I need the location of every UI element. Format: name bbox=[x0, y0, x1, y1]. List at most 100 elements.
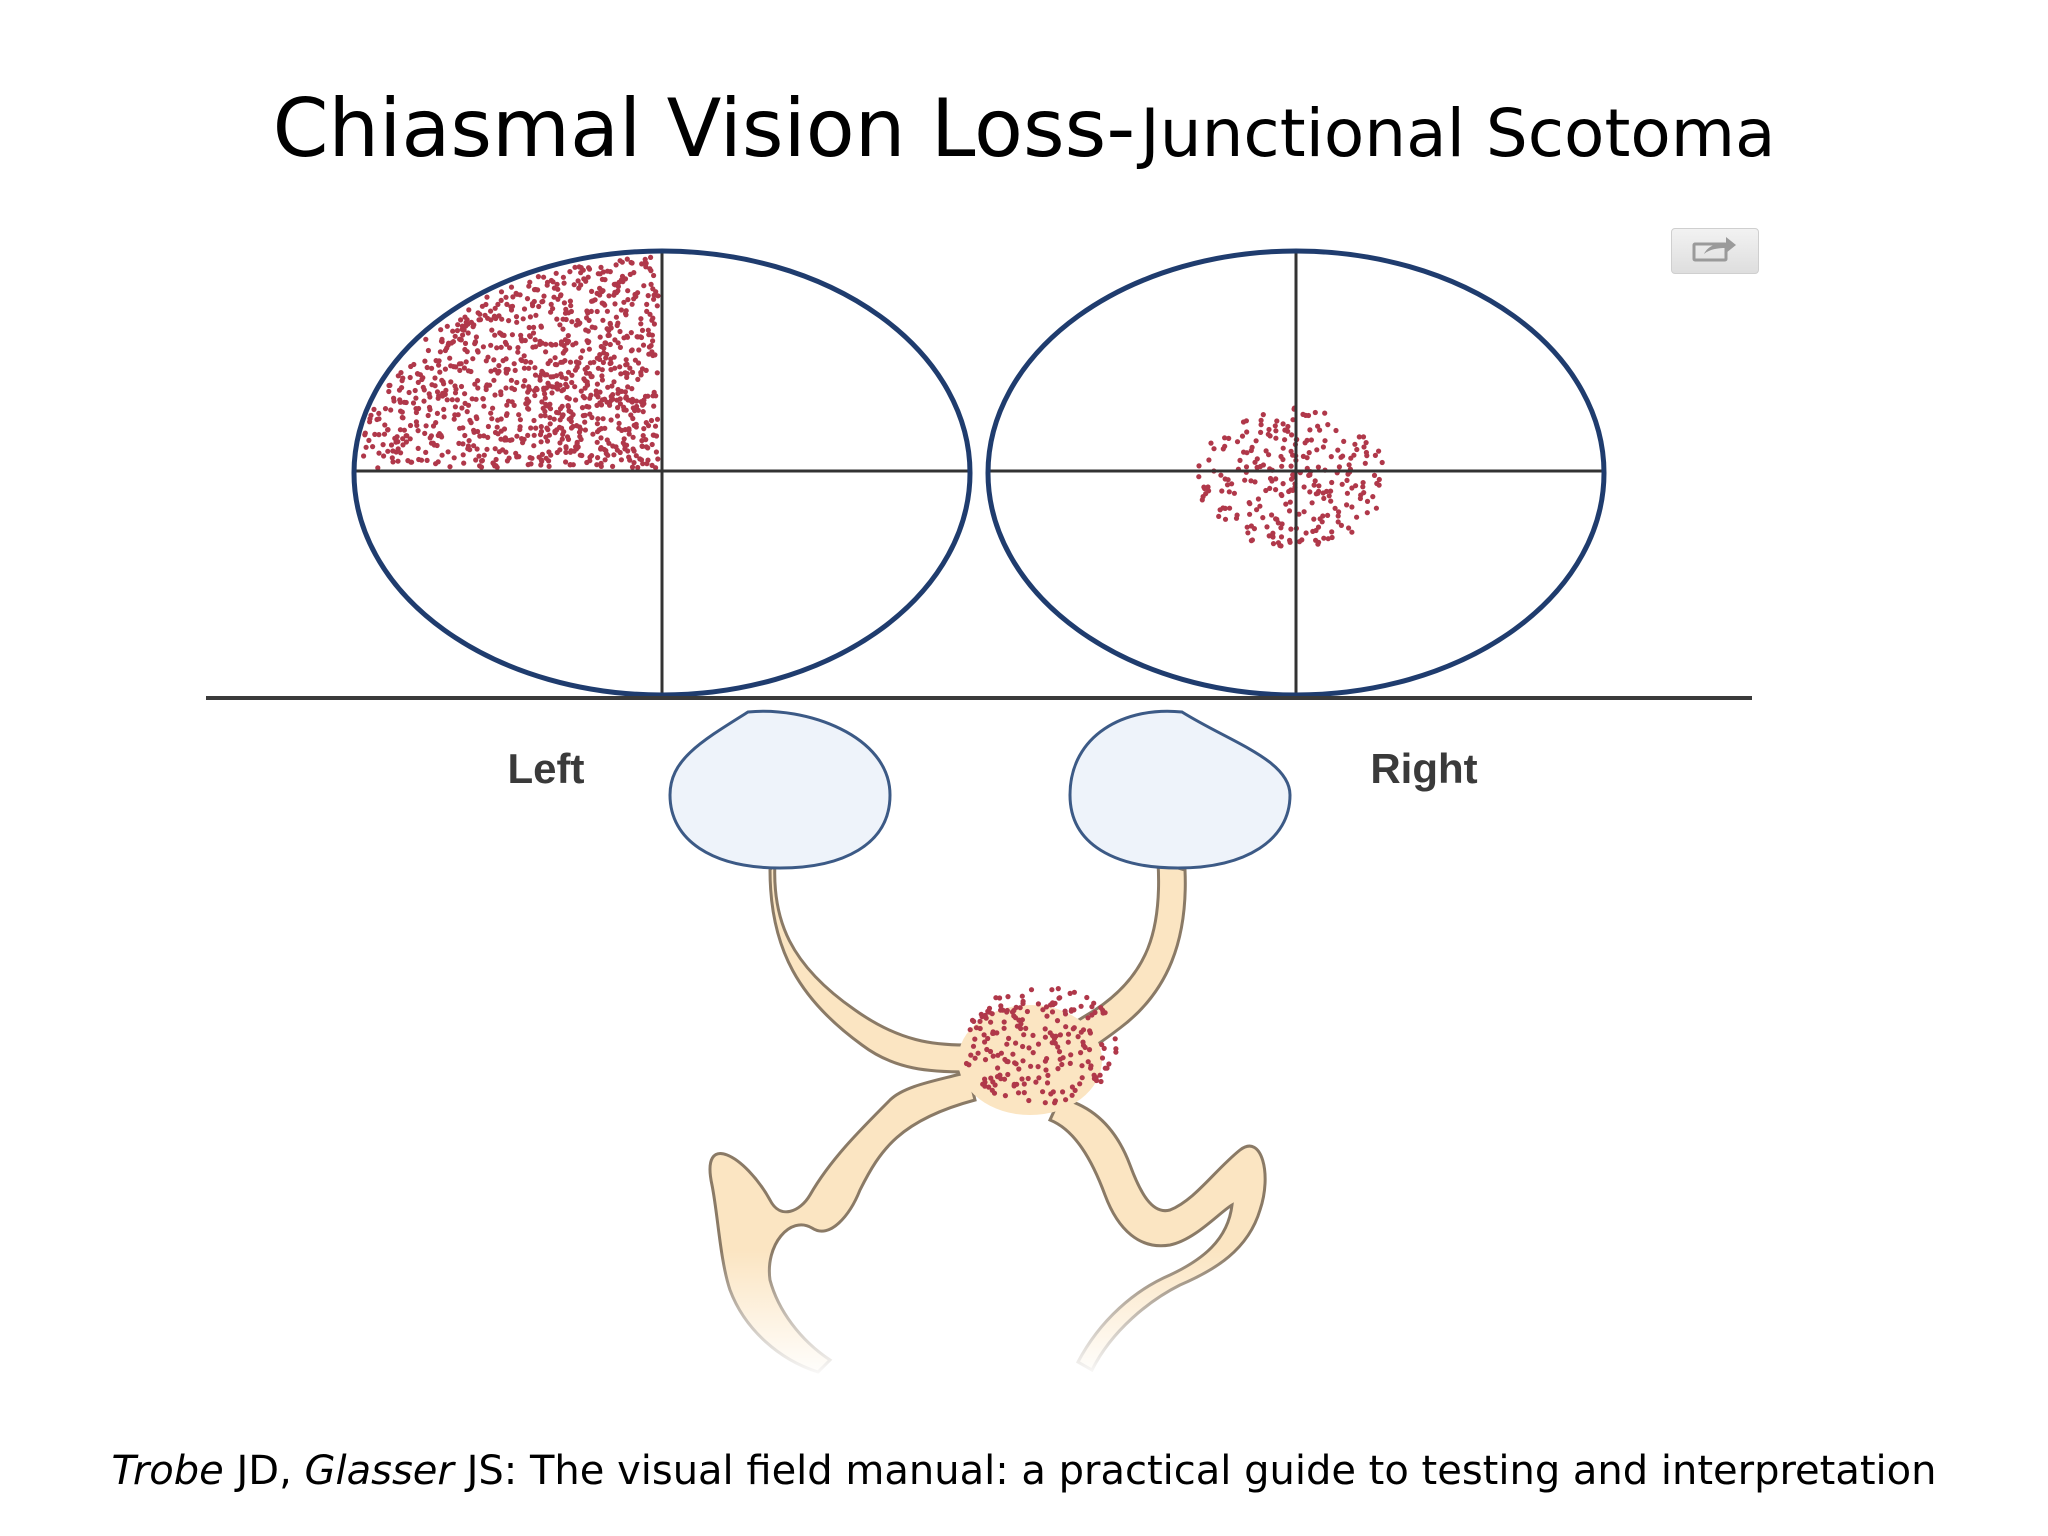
defect-dot bbox=[1353, 483, 1359, 489]
share-button[interactable] bbox=[1671, 228, 1759, 274]
defect-dot bbox=[466, 438, 472, 444]
defect-dot bbox=[543, 349, 549, 355]
defect-dot bbox=[1013, 1061, 1019, 1067]
defect-dot bbox=[539, 451, 546, 457]
defect-dot bbox=[1002, 1093, 1009, 1099]
defect-dot bbox=[1319, 519, 1325, 525]
defect-dot bbox=[553, 270, 559, 276]
defect-dot bbox=[1278, 491, 1284, 498]
defect-dot bbox=[1085, 1015, 1091, 1021]
defect-dot bbox=[398, 408, 404, 414]
defect-dot bbox=[619, 427, 625, 433]
defect-dot bbox=[1254, 507, 1260, 513]
defect-dot bbox=[472, 341, 478, 347]
defect-dot bbox=[1326, 493, 1332, 499]
defect-dot bbox=[451, 455, 457, 461]
defect-dot bbox=[641, 397, 647, 403]
defect-dot bbox=[1222, 443, 1228, 449]
defect-dot bbox=[633, 453, 639, 459]
defect-dot bbox=[1015, 1090, 1022, 1096]
defect-dot bbox=[650, 338, 656, 344]
defect-dot bbox=[578, 388, 584, 394]
defect-dot bbox=[1252, 479, 1258, 485]
defect-dot bbox=[1307, 427, 1313, 433]
defect-dot bbox=[488, 342, 494, 348]
defect-dot bbox=[569, 319, 575, 325]
defect-dot bbox=[653, 449, 660, 455]
defect-dot bbox=[1196, 474, 1202, 480]
defect-dot bbox=[1273, 435, 1279, 441]
defect-dot bbox=[507, 437, 513, 443]
defect-dot bbox=[1001, 1019, 1007, 1025]
defect-dot bbox=[437, 349, 443, 355]
defect-dot bbox=[1315, 464, 1321, 470]
defect-dot bbox=[598, 435, 604, 441]
defect-dot bbox=[498, 416, 504, 422]
defect-dot bbox=[509, 399, 515, 405]
defect-dot bbox=[503, 341, 509, 347]
defect-dot bbox=[439, 452, 445, 458]
defect-dot bbox=[1071, 989, 1077, 995]
defect-dot bbox=[1290, 472, 1296, 478]
defect-dot bbox=[566, 408, 572, 414]
defect-dot bbox=[526, 406, 532, 412]
defect-dot bbox=[461, 460, 467, 466]
defect-dot bbox=[441, 406, 447, 412]
right-label: Right bbox=[1370, 745, 1477, 792]
defect-dot bbox=[551, 294, 557, 300]
defect-dot bbox=[585, 274, 591, 280]
defect-dot bbox=[1052, 1000, 1058, 1007]
defect-dot bbox=[557, 440, 563, 446]
defect-dot bbox=[1067, 990, 1073, 997]
defect-dot bbox=[1248, 478, 1254, 484]
defect-dot bbox=[599, 367, 605, 373]
defect-dot bbox=[1338, 522, 1344, 529]
defect-dot bbox=[1288, 476, 1295, 482]
defect-dot bbox=[561, 429, 567, 435]
defect-dot bbox=[531, 432, 537, 438]
defect-dot bbox=[1288, 526, 1294, 532]
defect-dot bbox=[576, 285, 582, 291]
defect-dot bbox=[535, 287, 541, 293]
defect-dot bbox=[477, 311, 483, 317]
defect-dot bbox=[1042, 1034, 1048, 1040]
defect-dot bbox=[1104, 1065, 1110, 1071]
defect-dot bbox=[516, 454, 522, 460]
defect-dot bbox=[567, 269, 573, 275]
defect-dot bbox=[1376, 476, 1382, 483]
defect-dot bbox=[647, 311, 653, 317]
defect-dot bbox=[644, 301, 650, 307]
defect-dot bbox=[454, 328, 460, 334]
defect-dot bbox=[978, 1011, 984, 1017]
defect-dot bbox=[617, 364, 623, 370]
defect-dot bbox=[1036, 1075, 1042, 1081]
defect-dot bbox=[496, 368, 502, 374]
defect-dot bbox=[532, 372, 539, 378]
defect-dot bbox=[651, 296, 657, 302]
defect-dot bbox=[483, 301, 489, 308]
defect-dot bbox=[492, 446, 498, 452]
defect-dot bbox=[1030, 1032, 1036, 1038]
defect-dot bbox=[994, 1030, 1000, 1036]
defect-dot bbox=[609, 383, 615, 389]
defect-dot bbox=[599, 377, 606, 383]
defect-dot bbox=[1042, 1026, 1048, 1032]
defect-dot bbox=[439, 393, 446, 399]
defect-dot bbox=[1226, 489, 1232, 495]
defect-dot bbox=[1349, 485, 1355, 491]
defect-dot bbox=[395, 446, 401, 452]
defect-dot bbox=[647, 266, 653, 272]
defect-dot bbox=[452, 383, 458, 389]
defect-dot bbox=[606, 293, 612, 299]
defect-dot bbox=[400, 415, 406, 421]
defect-dot bbox=[471, 427, 477, 433]
defect-dot bbox=[494, 345, 500, 351]
defect-dot bbox=[480, 396, 486, 402]
defect-dot bbox=[1322, 410, 1328, 416]
defect-dot bbox=[1289, 432, 1295, 438]
defect-dot bbox=[432, 383, 438, 389]
defect-dot bbox=[436, 431, 443, 437]
defect-dot bbox=[390, 459, 396, 465]
defect-dot bbox=[602, 302, 608, 308]
defect-dot bbox=[982, 1039, 988, 1045]
